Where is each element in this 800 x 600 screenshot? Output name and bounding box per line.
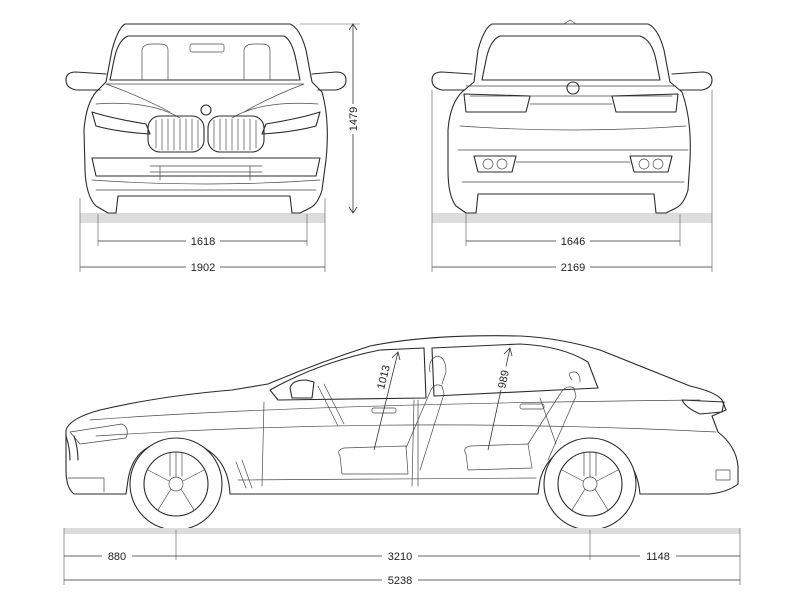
- side-window-front: [269, 347, 427, 401]
- tail-light-left: [463, 93, 531, 113]
- rear-view-mirror: [189, 43, 225, 53]
- rear-body-outline: [447, 23, 691, 214]
- rear-window: [481, 35, 661, 81]
- rear-ground-strip: [432, 213, 712, 223]
- rear-headroom-line: [487, 347, 511, 451]
- shoulder-line: [89, 399, 701, 421]
- side-grille: [65, 435, 79, 461]
- front-ground-strip: [80, 213, 325, 223]
- front-track-label: 1618: [191, 236, 215, 248]
- rear-dimensions: 1646 2169: [431, 90, 713, 274]
- side-mirror: [289, 379, 315, 399]
- rear-logo-roundel: [566, 81, 580, 95]
- rear-width-mirrors-label: 2169: [561, 262, 585, 274]
- rear-wheel: [543, 437, 637, 531]
- front-headroom-line: [373, 351, 399, 451]
- kidney-grille: [147, 115, 265, 153]
- overall-height-label: 1479: [348, 107, 360, 131]
- front-body-outline: [83, 23, 328, 214]
- side-gill: [235, 459, 253, 489]
- front-lower-bumper: [91, 157, 321, 177]
- side-dimensions: 880 3210 1148 5238: [63, 528, 741, 587]
- side-window-rear: [431, 343, 599, 397]
- overall-length-label: 5238: [388, 575, 412, 587]
- rear-headroom-label: 989: [496, 369, 512, 389]
- rear-mirror-left: [431, 71, 473, 91]
- steering-wheel: [317, 383, 345, 427]
- front-seat: [338, 355, 447, 475]
- front-overall-width-label: 1902: [191, 262, 215, 274]
- rear-mirror-right: [671, 71, 713, 91]
- grille-slats: [155, 118, 257, 151]
- front-logo-roundel: [200, 104, 212, 116]
- hood-crease: [105, 83, 305, 113]
- front-wheel: [129, 437, 223, 531]
- headlight-left: [91, 111, 151, 135]
- rear-track-label: 1646: [561, 236, 585, 248]
- headlight-right: [261, 111, 321, 135]
- exhaust-tips: [473, 155, 673, 173]
- front-mirror-left: [65, 71, 107, 91]
- rear-seat: [464, 386, 577, 471]
- front-view: [65, 23, 347, 223]
- tail-light-right: [611, 93, 679, 113]
- front-seat-right: [243, 43, 271, 81]
- front-headroom-label: 1013: [375, 364, 393, 391]
- rear-view: [431, 19, 713, 223]
- front-mirror-right: [311, 71, 347, 91]
- side-headlight: [69, 423, 128, 445]
- side-view: 1013 989: [65, 335, 739, 531]
- wheelbase-label: 3210: [388, 551, 412, 563]
- front-seat-left: [141, 43, 169, 81]
- side-tail-light: [681, 399, 725, 415]
- rear-door-seam: [417, 397, 557, 487]
- side-ground-strip: [64, 528, 740, 534]
- rear-overhang-label: 1148: [646, 551, 670, 563]
- front-overhang-label: 880: [108, 551, 126, 563]
- front-door-seam: [261, 399, 415, 487]
- rear-door-handle: [519, 403, 545, 410]
- front-windshield: [109, 35, 301, 81]
- front-dimensions: 1618 1902 1479: [79, 23, 360, 274]
